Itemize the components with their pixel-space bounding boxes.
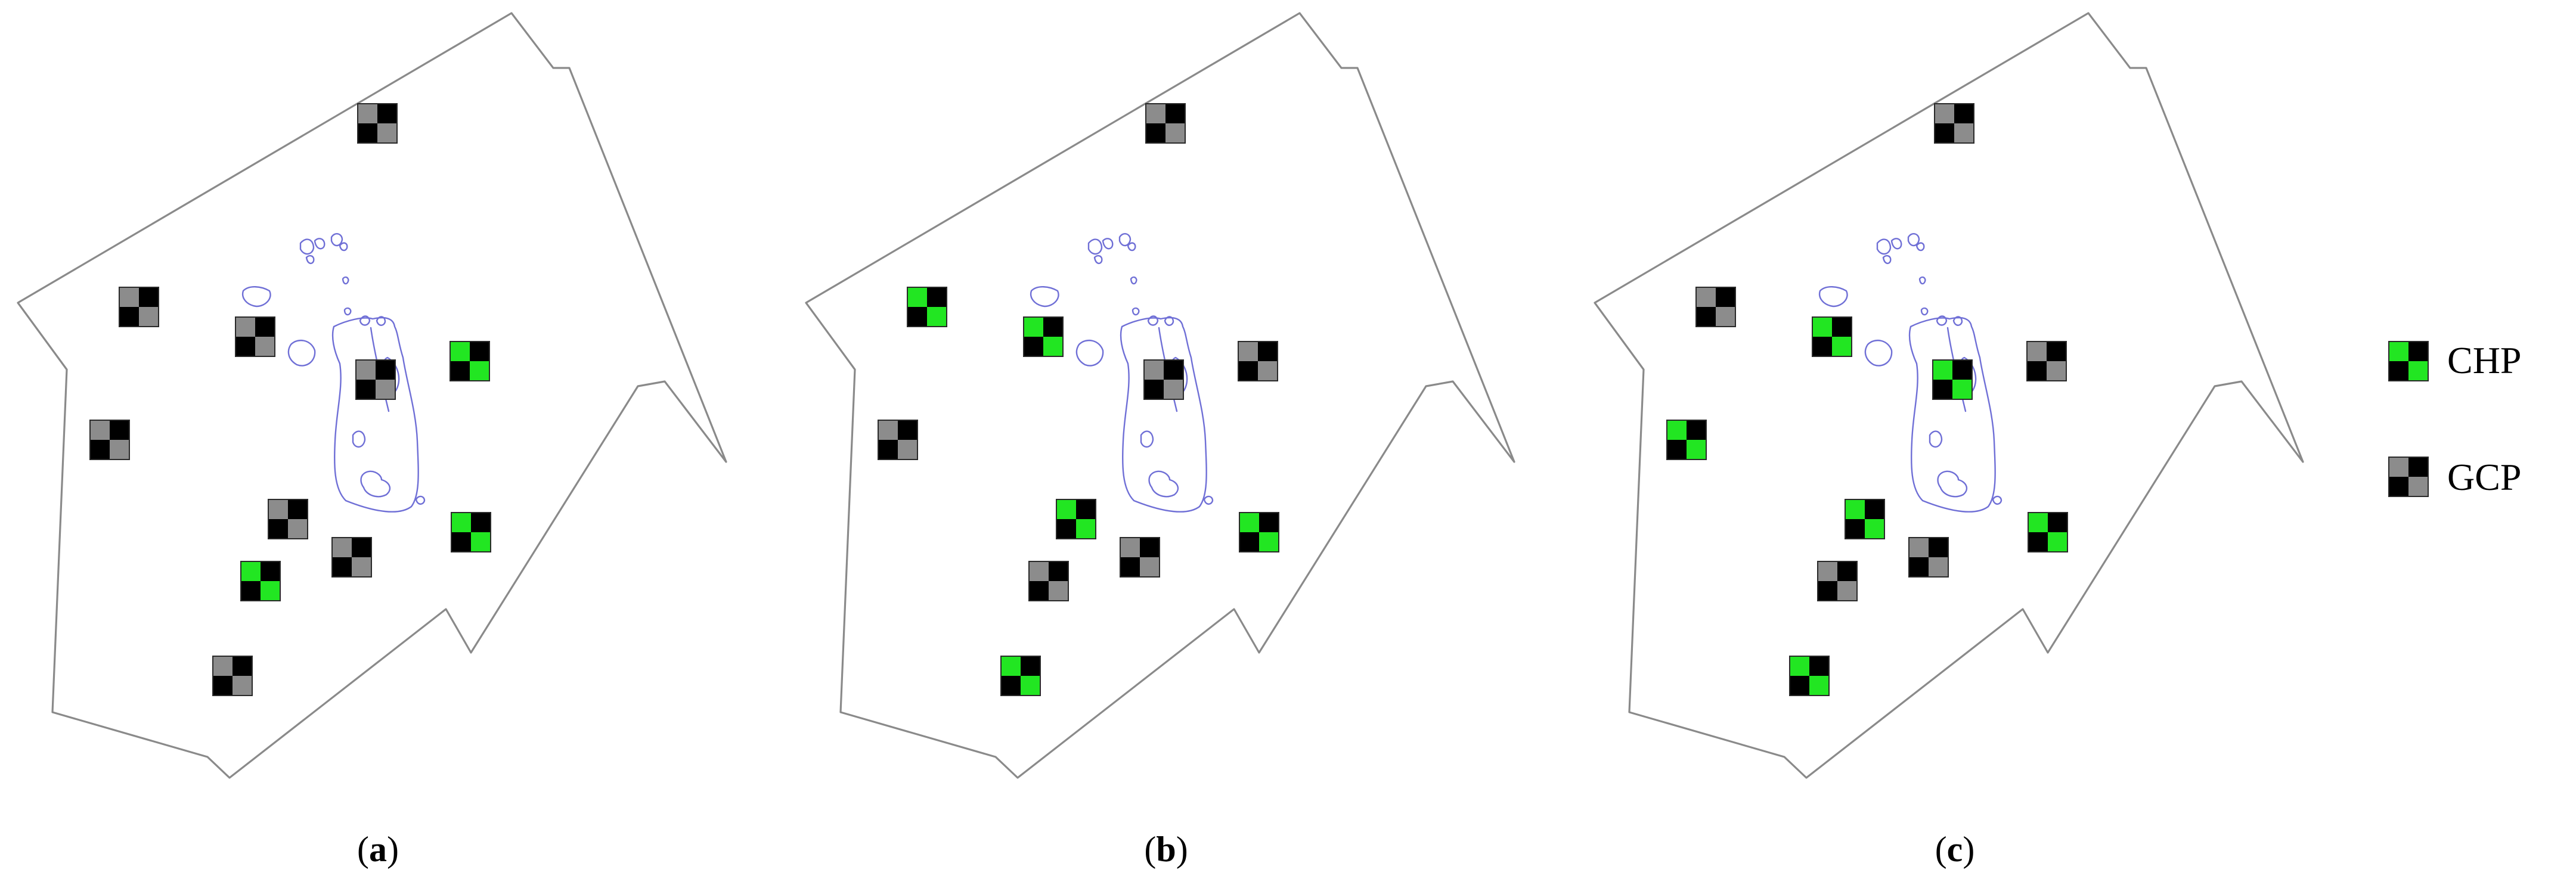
gcp-marker bbox=[1934, 103, 1974, 144]
chp-marker bbox=[1239, 512, 1279, 552]
gcp-marker bbox=[2026, 341, 2067, 381]
points-a bbox=[89, 103, 491, 696]
gcp-marker bbox=[1908, 537, 1949, 578]
gcp-marker bbox=[1817, 561, 1858, 601]
chp-marker bbox=[1666, 420, 1707, 460]
chp-marker bbox=[1932, 359, 1973, 400]
chp-marker bbox=[451, 512, 491, 552]
chp-marker bbox=[1789, 656, 1830, 696]
legend-gcp-label: GCP bbox=[2447, 456, 2522, 498]
gcp-marker bbox=[212, 656, 253, 696]
chp-swatch-icon bbox=[2388, 341, 2429, 381]
chp-marker bbox=[1845, 499, 1885, 539]
panel-c bbox=[1594, 12, 2304, 779]
gcp-marker bbox=[235, 316, 275, 357]
chp-marker bbox=[1023, 316, 1064, 357]
legend-chp-swatch bbox=[2388, 341, 2429, 381]
panel-b bbox=[805, 12, 1515, 779]
chp-marker bbox=[2028, 512, 2068, 552]
gcp-marker bbox=[1120, 537, 1160, 578]
chp-marker bbox=[1056, 499, 1096, 539]
legend: CHP GCP bbox=[2388, 339, 2522, 498]
gcp-marker bbox=[89, 420, 130, 460]
gcp-marker bbox=[355, 359, 396, 400]
caption-b: (b) bbox=[1144, 830, 1188, 869]
chp-marker bbox=[907, 287, 947, 327]
chp-marker bbox=[450, 341, 490, 381]
caption-a: (a) bbox=[357, 830, 399, 869]
gcp-marker bbox=[268, 499, 308, 539]
gcp-marker bbox=[331, 537, 372, 578]
chp-marker bbox=[1000, 656, 1041, 696]
legend-chp-label: CHP bbox=[2447, 339, 2522, 381]
points-c bbox=[1666, 103, 2068, 696]
gcp-swatch-icon bbox=[2388, 457, 2429, 497]
gcp-marker bbox=[1028, 561, 1069, 601]
legend-gcp-swatch bbox=[2388, 457, 2429, 497]
chp-marker bbox=[1812, 316, 1852, 357]
caption-c: (c) bbox=[1935, 830, 1975, 869]
gcp-marker bbox=[1238, 341, 1278, 381]
gcp-marker bbox=[878, 420, 918, 460]
gcp-marker bbox=[119, 287, 159, 327]
gcp-marker bbox=[1695, 287, 1736, 327]
gcp-marker bbox=[357, 103, 398, 144]
gcp-marker bbox=[1143, 359, 1184, 400]
gcp-marker bbox=[1145, 103, 1186, 144]
points-b bbox=[878, 103, 1279, 696]
chp-marker bbox=[240, 561, 281, 601]
panel-a bbox=[17, 12, 727, 779]
